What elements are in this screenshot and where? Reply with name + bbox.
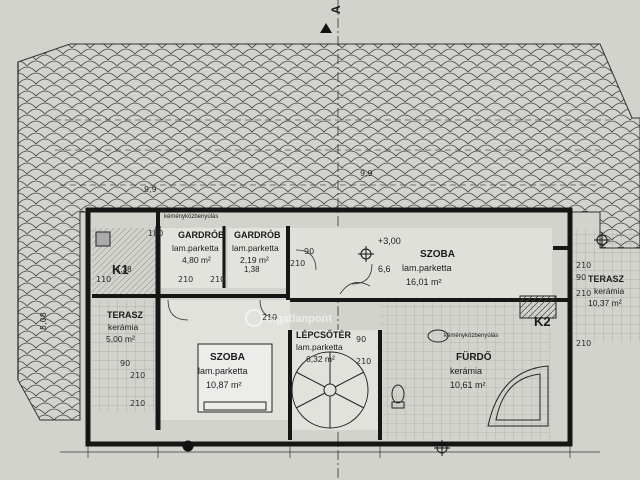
watermark: ingatlanpont — [245, 309, 332, 327]
dim-label: 90 — [304, 247, 314, 256]
room-floor-terasz-right: kerámia — [594, 286, 625, 296]
room-name-szoba-left: SZOBA — [210, 352, 245, 363]
dim-label: 90 — [120, 359, 130, 368]
tag-area-small: 6,6 — [378, 264, 391, 274]
room-area-szoba-left: 10,87 m² — [206, 380, 242, 390]
level-markers — [182, 232, 610, 456]
room-name-lepcsoter: LÉPCSŐTÉR — [296, 329, 352, 340]
plan-tags: K1 K2 +3,00 kéményközbenyúlás kéményközb… — [112, 214, 551, 339]
room-area-szoba-top: 16,01 m² — [406, 277, 442, 287]
room-floor-gardrob-1: lam.parketta — [172, 243, 219, 253]
room-area-terasz-left: 5,00 m² — [106, 334, 135, 344]
dim-label: 210 — [178, 275, 193, 284]
dim-label: 90 — [356, 335, 366, 344]
room-area-furdo: 10,61 m² — [450, 380, 486, 390]
fixtures — [95, 231, 557, 429]
dim-label: 210 — [262, 313, 277, 322]
room-area-terasz-right: 10,37 m² — [588, 298, 622, 308]
tag-chimney: kéményközbenyúlás — [444, 333, 498, 339]
room-name-gardrob-1: GARDRÓB — [178, 229, 225, 240]
room-labels: GARDRÓB lam.parketta 4,80 m² GARDRÓB lam… — [106, 229, 625, 390]
dim-label: 110 — [96, 275, 111, 284]
room-floor-furdo: kerámia — [450, 366, 482, 376]
tag-chimney-top: kéményközbenyúlás — [164, 214, 218, 220]
dim-label: 210 — [210, 275, 225, 284]
dim-label: 210 — [290, 259, 305, 268]
room-floor-gardrob-2: lam.parketta — [232, 243, 279, 253]
room-area-gardrob-2: 2,19 m² — [240, 255, 269, 265]
room-name-gardrob-2: GARDRÓB — [234, 229, 281, 240]
tag-k1: K1 — [112, 262, 129, 277]
axis-label: A — [329, 5, 343, 14]
room-area-gardrob-1: 4,80 m² — [182, 255, 211, 265]
dim-label: 210 — [130, 371, 145, 380]
dim-label: 210 — [576, 339, 591, 348]
tag-area-small-2: 1,38 — [244, 265, 260, 274]
watermark-text: ingatlanpont — [266, 313, 332, 325]
room-fills — [92, 228, 640, 440]
tag-area-small-3: 1,38 — [116, 265, 132, 274]
dim-label: 210 — [576, 289, 591, 298]
room-name-furdo: FÜRDŐ — [456, 350, 492, 363]
room-floor-szoba-left: lam.parketta — [198, 366, 248, 376]
room-floor-terasz-left: kerámia — [108, 322, 139, 332]
dim-label: 210 — [356, 357, 371, 366]
room-name-terasz-right: TERASZ — [588, 274, 625, 284]
dim-label: 9,9 — [360, 169, 373, 178]
tag-k2: K2 — [534, 314, 551, 329]
dim-label: 9,9 — [144, 185, 157, 194]
room-floor-szoba-top: lam.parketta — [402, 263, 452, 273]
dim-label: 210 — [130, 399, 145, 408]
dim-label: 210 — [576, 261, 591, 270]
room-name-szoba-top: SZOBA — [420, 249, 455, 260]
dim-label-vertical: 5,08 — [39, 312, 48, 330]
room-name-terasz-left: TERASZ — [107, 310, 144, 320]
dimension-labels: 180 210 210 90 210 210 90 210 5,08 210 9… — [39, 169, 591, 408]
dimension-line-bottom — [60, 446, 600, 458]
dim-label: 180 — [148, 229, 163, 238]
room-floor-lepcsoter: lam.parketta — [296, 342, 343, 352]
door-swings — [167, 249, 373, 321]
dim-label: 90 — [576, 273, 586, 282]
room-area-lepcsoter: 6,32 m² — [306, 354, 335, 364]
tag-level: +3,00 — [378, 236, 401, 246]
